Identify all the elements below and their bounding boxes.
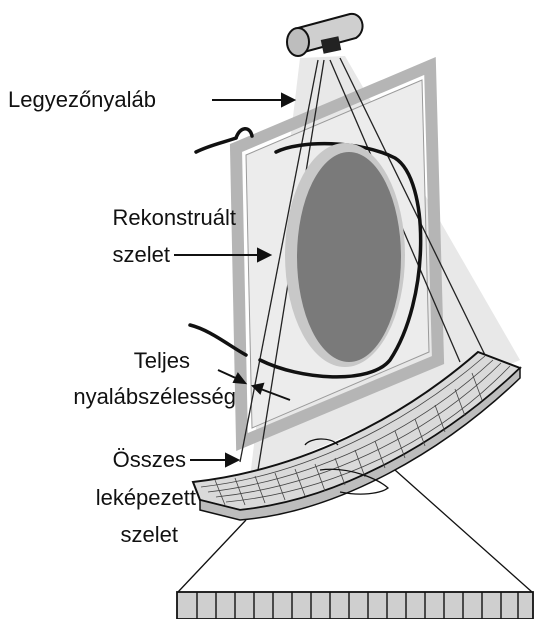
label-all-imaged-slices-line2: leképezett: [10, 485, 196, 511]
label-all-imaged-slices-line1: Összes: [10, 447, 186, 473]
label-all-imaged-slices-line3: szelet: [10, 522, 178, 548]
xray-tube: [287, 14, 363, 56]
label-reconstructed-slice-line2: szelet: [10, 242, 170, 268]
label-total-beam-width-line2: nyalábszélesség: [10, 384, 236, 410]
detector-row: [177, 592, 533, 619]
label-reconstructed-slice-line1: Rekonstruált: [10, 205, 236, 231]
label-fan-beam: Legyezőnyaláb: [8, 87, 156, 113]
reconstructed-slice-core: [297, 152, 401, 362]
label-total-beam-width-line1: Teljes: [10, 348, 190, 374]
